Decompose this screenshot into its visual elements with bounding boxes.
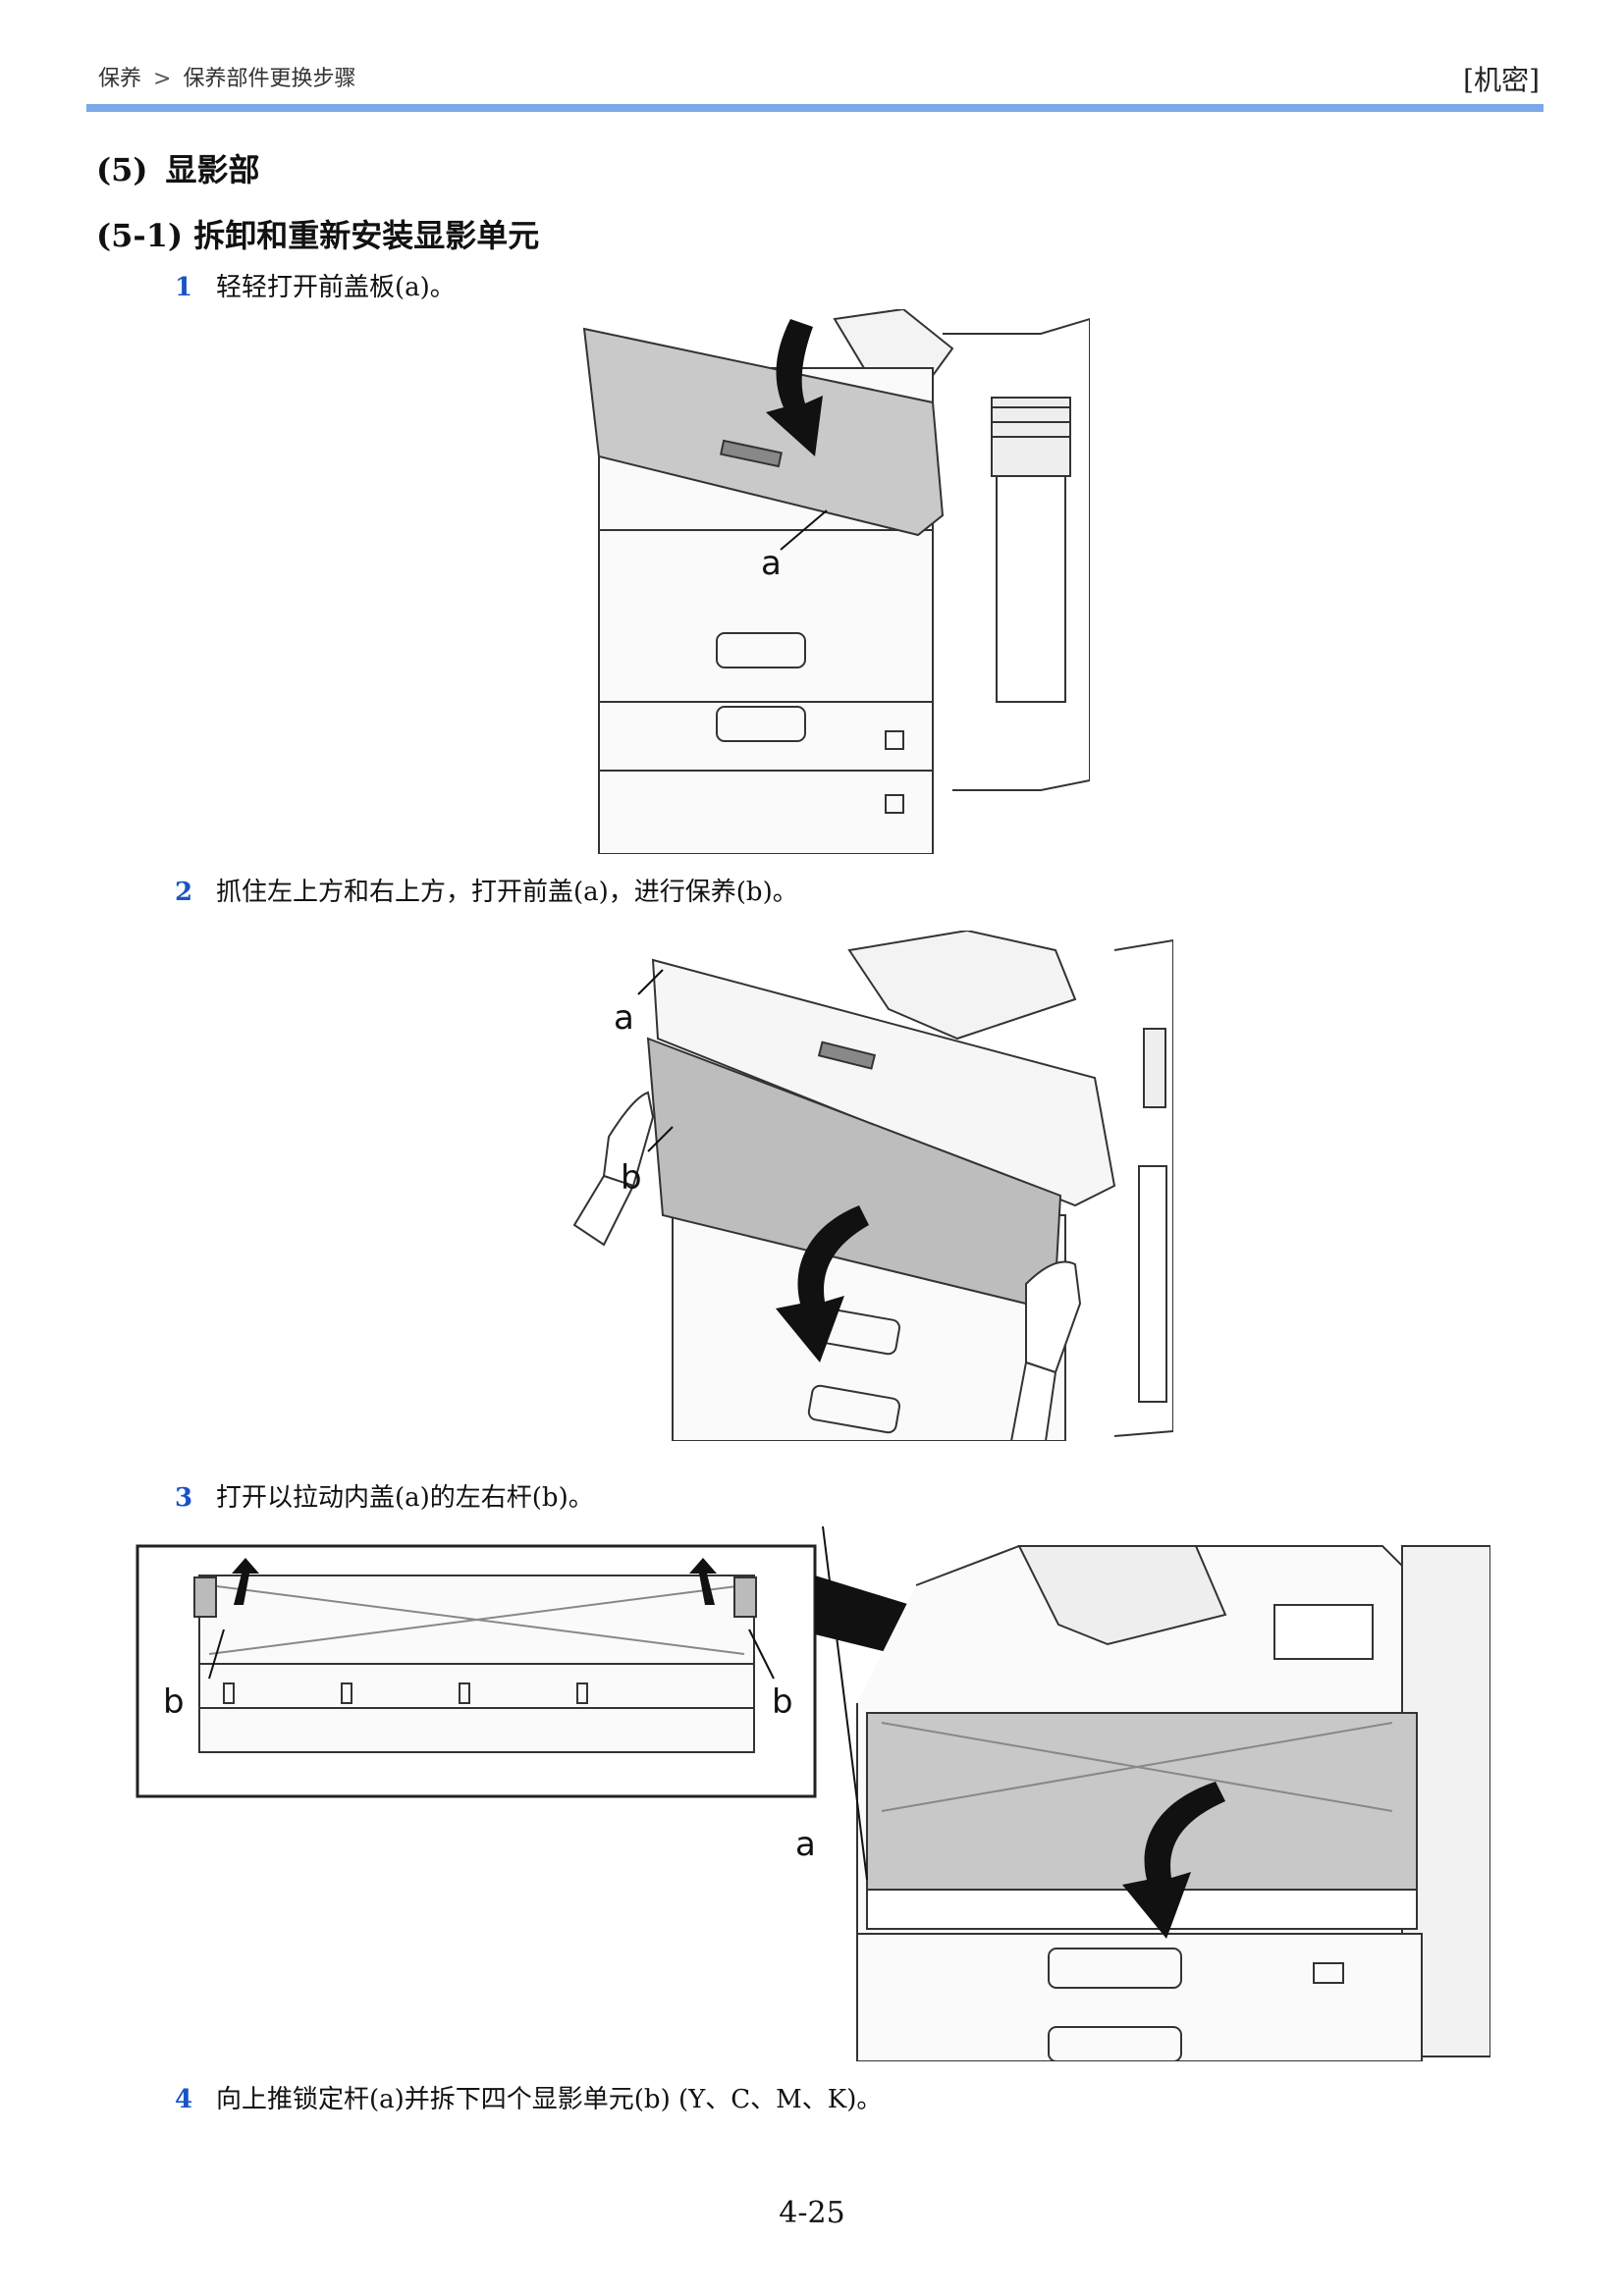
confidential-label: [机密] (1463, 64, 1540, 96)
step-number: 4 (175, 2085, 193, 2114)
callout-label-b-left: b (163, 1682, 185, 1722)
section-number: (5) (96, 151, 148, 188)
callout-label-b: b (621, 1158, 642, 1198)
section-name: 显影部 (165, 151, 260, 188)
breadcrumb-item-replacement-procedure[interactable]: 保养部件更换步骤 (183, 67, 356, 91)
subsection-title: (5-1) 拆卸和重新安装显影单元 (96, 217, 540, 254)
page-number: 4-25 (779, 2196, 845, 2230)
figure-open-front-panel: a (579, 309, 1090, 854)
breadcrumb: 保养 > 保养部件更换步骤 (98, 61, 355, 92)
page-header: 保养 > 保养部件更换步骤 [机密] (96, 59, 1540, 102)
breadcrumb-item-maintenance[interactable]: 保养 (98, 67, 142, 91)
step-4: 4 向上推锁定杆(a)并拆下四个显影单元(b) (Y、C、M、K)。 (175, 2079, 882, 2115)
section-title: (5) 显影部 (96, 145, 260, 190)
callout-label-a: a (761, 544, 782, 583)
printer-illustration-2: a b (572, 931, 1173, 1441)
printer-illustration-3: b b a (135, 1526, 1490, 2061)
step-number: 1 (175, 273, 193, 302)
step-text: 抓住左上方和右上方，打开前盖(a)，进行保养(b)。 (216, 878, 798, 907)
figure-open-front-cover: a b (565, 931, 1173, 1441)
callout-label-a: a (795, 1825, 816, 1864)
step-text: 向上推锁定杆(a)并拆下四个显影单元(b) (Y、C、M、K)。 (216, 2085, 883, 2114)
step-text: 轻轻打开前盖板(a)。 (216, 273, 456, 302)
callout-label-a: a (614, 998, 634, 1038)
step-1: 1 轻轻打开前盖板(a)。 (175, 267, 456, 303)
figure-inner-cover-levers: b b a (135, 1526, 1490, 2061)
breadcrumb-separator: > (153, 67, 172, 91)
step-text: 打开以拉动内盖(a)的左右杆(b)。 (216, 1483, 594, 1513)
step-2: 2 抓住左上方和右上方，打开前盖(a)，进行保养(b)。 (175, 872, 798, 908)
step-3: 3 打开以拉动内盖(a)的左右杆(b)。 (175, 1477, 594, 1514)
callout-label-b-right: b (772, 1682, 793, 1722)
step-number: 3 (175, 1483, 193, 1513)
printer-illustration-1: a (582, 309, 1090, 854)
step-number: 2 (175, 878, 193, 907)
header-divider (86, 104, 1543, 112)
